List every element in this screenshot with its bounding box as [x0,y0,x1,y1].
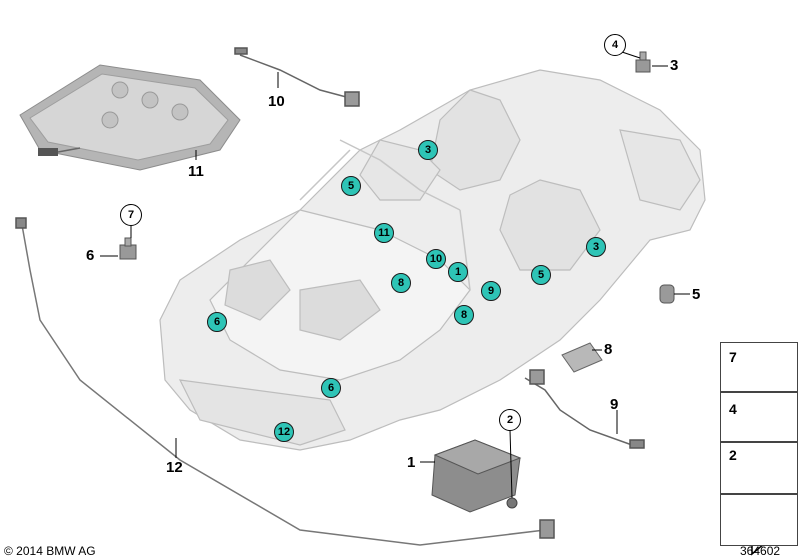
airbag-control-unit [431,439,522,513]
part-label-8: 8 [604,341,613,358]
legend-arrow-box [720,494,798,546]
callout-11: 11 [374,223,394,243]
callout-9: 9 [481,281,501,301]
callout-5: 5 [531,265,551,285]
callout-10: 10 [426,249,446,269]
callout-5: 5 [341,176,361,196]
legend-item-2: 2 [720,442,798,494]
legend-number: 7 [729,349,737,365]
sensor-cable-9 [524,369,645,449]
part-label-6: 6 [86,247,95,264]
legend-number: 2 [729,447,737,463]
circled-label-7: 7 [120,204,142,226]
circled-label-2: 2 [499,409,521,431]
callout-6: 6 [207,312,227,332]
callout-6: 6 [321,378,341,398]
sensor-cable-12 [15,217,555,546]
windshield-frame [299,139,471,291]
copyright-text: © 2014 BMW AG [4,544,96,558]
part-label-5: 5 [692,286,701,303]
part-label-11: 11 [188,163,204,180]
part-label-3: 3 [670,57,679,74]
callout-1: 1 [448,262,468,282]
callout-8: 8 [391,273,411,293]
sensor-5 [659,284,675,304]
part-label-10: 10 [268,93,285,110]
callout-3: 3 [418,140,438,160]
sensor-7-6 [119,237,137,260]
part-label-12: 12 [166,459,183,476]
sensor-4-3 [635,51,651,73]
sensor-cable-10 [234,47,360,107]
leader-lines [100,51,690,499]
legend-item-7: 7 [720,342,798,392]
bracket-8 [561,342,603,373]
legend-item-4: 4 [720,392,798,442]
part-label-1: 1 [407,454,416,471]
sensor-mat [19,64,241,171]
legend-number: 4 [729,401,737,417]
callout-3: 3 [586,237,606,257]
part-label-9: 9 [610,396,619,413]
circled-label-4: 4 [604,34,626,56]
callout-8: 8 [454,305,474,325]
callout-12: 12 [274,422,294,442]
diagram-id: 364602 [740,544,781,558]
